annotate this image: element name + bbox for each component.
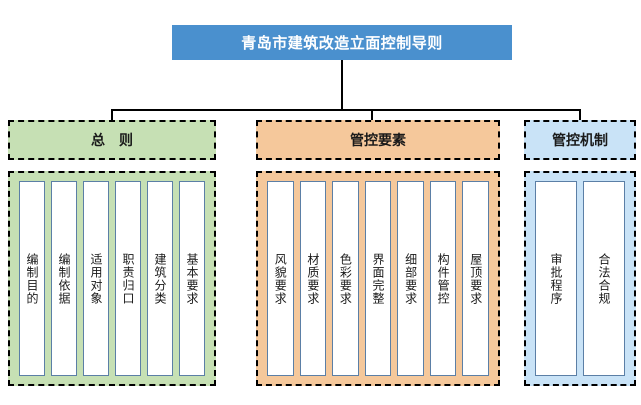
leaf-card-label: 审批程序 [549,252,563,305]
section-mechanism: 管控机制 审批程序 合法合规 [524,120,636,386]
connector-horizontal-bus [111,109,581,111]
leaf-card-label: 编制依据 [57,252,71,305]
leaf-card-label: 适用对象 [89,252,103,305]
leaf-card-label: 合法合规 [597,252,611,305]
section-general-header[interactable]: 总 则 [8,120,216,160]
leaf-card-label: 基本要求 [185,252,199,305]
leaf-card[interactable]: 构件管控 [429,181,457,376]
leaf-card-label: 材质要求 [305,252,320,305]
leaf-card-label: 建筑分类 [153,252,167,305]
leaf-card[interactable]: 色彩要求 [332,181,359,376]
connector-branch-general [111,109,113,125]
leaf-card[interactable]: 合法合规 [583,181,625,376]
leaf-card-label: 构件管控 [436,252,451,305]
leaf-card-label: 编制目的 [25,252,39,305]
leaf-card[interactable]: 基本要求 [179,181,205,376]
leaf-card[interactable]: 编制目的 [19,181,45,376]
section-general: 总 则 编制目的 编制依据 适用对象 职责归口 建筑分类 基本要求 [8,120,216,386]
section-mechanism-items: 审批程序 合法合规 [524,171,636,386]
leaf-card[interactable]: 编制依据 [51,181,77,376]
leaf-card-label: 职责归口 [121,252,135,305]
leaf-card[interactable]: 材质要求 [299,181,327,376]
leaf-card-label: 细部要求 [403,252,418,305]
leaf-card[interactable]: 适用对象 [83,181,109,376]
section-general-items: 编制目的 编制依据 适用对象 职责归口 建筑分类 基本要求 [8,171,216,386]
leaf-card-label: 界面完整 [371,252,385,305]
leaf-card-label: 风貌要求 [273,252,288,305]
section-elements-items: 风貌要求 材质要求 色彩要求 界面完整 细部要求 构件管控 屋顶要求 [256,171,500,386]
section-elements: 管控要素 风貌要求 材质要求 色彩要求 界面完整 细部要求 构件管控 屋顶要求 [256,120,500,386]
section-mechanism-header[interactable]: 管控机制 [524,120,636,160]
section-elements-header[interactable]: 管控要素 [256,120,500,160]
leaf-card[interactable]: 屋顶要求 [462,181,490,376]
leaf-card-label: 屋顶要求 [468,252,483,305]
leaf-card[interactable]: 风貌要求 [266,181,294,376]
connector-root-vertical [341,60,343,110]
leaf-card[interactable]: 细部要求 [397,181,424,376]
leaf-card[interactable]: 建筑分类 [147,181,173,376]
diagram-title: 青岛市建筑改造立面控制导则 [172,25,512,60]
leaf-card-label: 色彩要求 [338,252,353,305]
connector-branch-mechanism [579,109,581,125]
leaf-card[interactable]: 职责归口 [115,181,141,376]
connector-branch-elements [371,109,373,125]
leaf-card[interactable]: 审批程序 [535,181,577,376]
leaf-card[interactable]: 界面完整 [364,181,392,376]
